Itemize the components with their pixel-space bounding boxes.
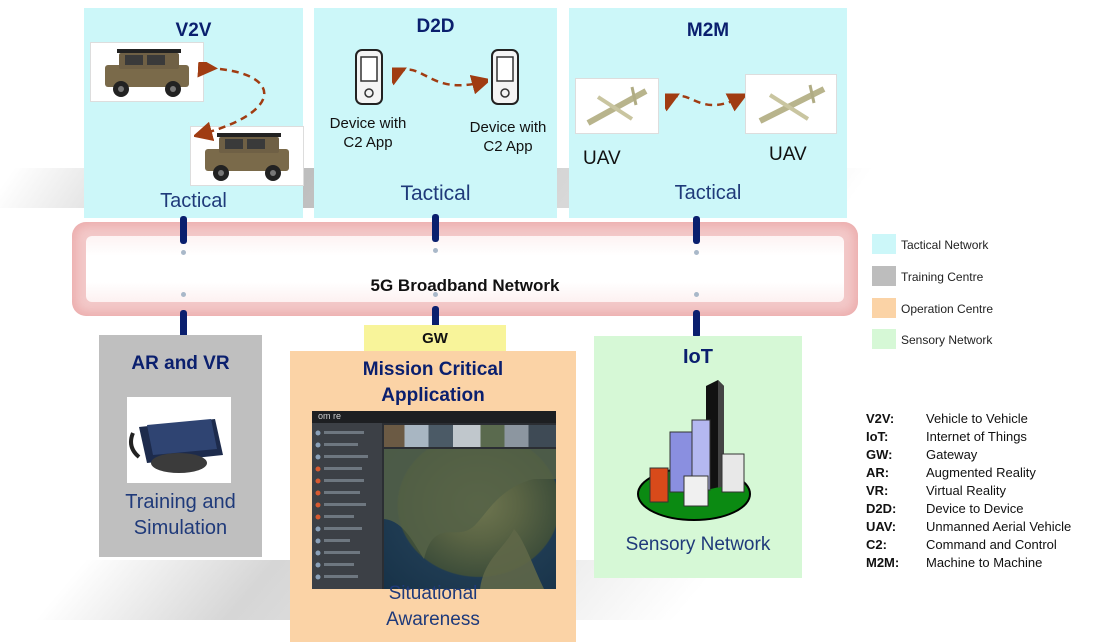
- v2v-title: V2V: [175, 20, 212, 41]
- connector-dot: [694, 250, 699, 255]
- connector-m2m: [693, 216, 700, 244]
- abbr-value: Virtual Reality: [926, 483, 1006, 498]
- abbr-key: V2V:: [866, 411, 895, 426]
- m2m-panel: M2M UAV UAV Tactical: [569, 8, 847, 218]
- connector-mission: [432, 306, 439, 334]
- uav-right-label: UAV: [769, 144, 807, 165]
- ar-vr-panel: AR and VR Training and Simulation: [99, 335, 262, 557]
- broadband-network-inner: 5G Broadband Network: [86, 236, 844, 302]
- m2m-tactical-label: Tactical: [674, 182, 742, 204]
- d2d-panel: D2D Device with C2 App Device with C2 Ap…: [314, 8, 557, 218]
- broadband-network-band: 5G Broadband Network: [72, 222, 858, 316]
- m2m-link-arrow-icon: [665, 93, 745, 112]
- v2v-link-arrow-icon: [194, 62, 266, 142]
- d2d-tactical-label: Tactical: [400, 182, 471, 205]
- m2m-title: M2M: [686, 20, 730, 41]
- app-photo-strip: [384, 425, 556, 447]
- iot-footer: Sensory Network: [625, 534, 771, 555]
- legend-swatch-training: [872, 266, 896, 286]
- abbr-value: Device to Device: [926, 501, 1024, 516]
- legend-swatch-sensory: [872, 329, 896, 349]
- abbr-key: AR:: [866, 465, 890, 480]
- ar-vr-title: AR and VR: [131, 353, 230, 374]
- pda-device-icon: [355, 49, 383, 105]
- legend-swatch-operation: [872, 298, 896, 318]
- broadband-network-label: 5G Broadband Network: [370, 276, 560, 295]
- abbr-key: C2:: [866, 537, 887, 552]
- connector-v2v: [180, 216, 187, 244]
- vehicle-image: [190, 126, 304, 186]
- mission-critical-panel: Mission Critical Application om re: [290, 351, 576, 642]
- abbr-key: GW:: [866, 447, 893, 462]
- mission-footer-line2: Awareness: [386, 609, 480, 630]
- ar-vr-footer-line1: Training and: [125, 491, 236, 513]
- legend-label-tactical: Tactical Network: [901, 238, 989, 252]
- abbr-value: Unmanned Aerial Vehicle: [926, 519, 1072, 534]
- device-left-label-text: Device with C2 App: [329, 115, 407, 151]
- mission-footer-line1: Situational: [388, 583, 478, 604]
- iot-title: IoT: [683, 346, 713, 368]
- iot-panel: IoT Sensory Network: [594, 336, 802, 578]
- legend-label-sensory: Sensory Network: [901, 333, 993, 347]
- smart-city-icon: [637, 380, 751, 521]
- connector-arvr: [180, 310, 187, 338]
- abbr-value: Gateway: [926, 447, 978, 462]
- abbr-value: Vehicle to Vehicle: [926, 411, 1028, 426]
- device-right-label: Device with C2 App: [458, 118, 558, 156]
- device-left-label: Device with C2 App: [318, 114, 418, 152]
- app-header: om re: [312, 411, 556, 423]
- abbr-value: Internet of Things: [926, 429, 1027, 444]
- connector-dot: [433, 292, 438, 297]
- vr-headset-image: [127, 397, 231, 483]
- app-sidebar-rows: [315, 430, 368, 580]
- abbr-value: Command and Control: [926, 537, 1057, 552]
- abbr-key: VR:: [866, 483, 889, 498]
- device-right-label-text: Device with C2 App: [469, 119, 547, 155]
- abbr-key: UAV:: [866, 519, 897, 534]
- abbr-key: M2M:: [866, 555, 900, 570]
- gateway-label: GW: [422, 330, 448, 347]
- connector-dot: [181, 250, 186, 255]
- d2d-link-arrow-icon: [392, 67, 488, 95]
- uav-left-label: UAV: [583, 148, 621, 169]
- abbr-value: Augmented Reality: [926, 465, 1036, 480]
- abbr-key: IoT:: [866, 429, 889, 444]
- ar-vr-footer-line2: Simulation: [133, 517, 228, 539]
- connector-dot: [433, 248, 438, 253]
- pda-device-icon: [491, 49, 519, 105]
- connector-iot: [693, 310, 700, 338]
- d2d-title: D2D: [416, 16, 455, 37]
- connector-dot: [181, 292, 186, 297]
- uav-image: [575, 78, 659, 134]
- legend-label-operation: Operation Centre: [901, 302, 994, 316]
- legend-label-training: Training Centre: [901, 270, 984, 284]
- v2v-tactical-label: Tactical: [160, 190, 227, 212]
- app-logo: om re: [318, 411, 342, 421]
- connector-dot: [694, 292, 699, 297]
- uav-image: [745, 74, 837, 134]
- situational-awareness-app-screenshot: om re: [312, 411, 556, 589]
- mission-title-line1: Mission Critical: [362, 359, 504, 380]
- mission-title-line2: Application: [381, 385, 485, 406]
- legend-swatch-tactical: [872, 234, 896, 254]
- map-coastline-icon: [384, 449, 556, 589]
- vehicle-image: [90, 42, 204, 102]
- gateway-box: GW: [364, 325, 506, 351]
- connector-d2d: [432, 214, 439, 242]
- abbr-key: D2D:: [866, 501, 897, 516]
- abbr-value: Machine to Machine: [926, 555, 1043, 570]
- v2v-panel: V2V Tactical: [84, 8, 304, 218]
